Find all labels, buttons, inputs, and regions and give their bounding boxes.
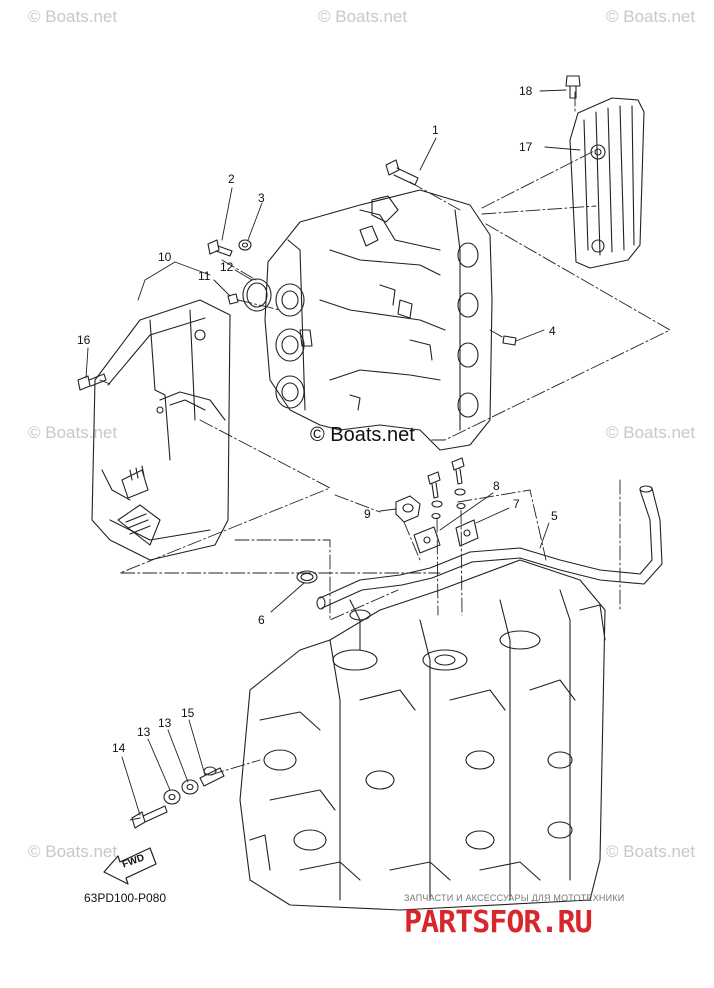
callout-4: 4: [549, 324, 556, 338]
callout-7: 7: [513, 497, 520, 511]
callout-5: 5: [551, 509, 558, 523]
callout-6: 6: [258, 613, 265, 627]
bolt-part-14: [131, 805, 168, 829]
bolt-part-18: [565, 75, 581, 99]
bracket-part-7: [455, 519, 479, 547]
clip-part-9: [395, 495, 421, 523]
callout-8: 8: [493, 479, 500, 493]
callout-13a: 13: [137, 725, 151, 739]
collar-part-13b: [181, 779, 199, 795]
callout-2: 2: [228, 172, 235, 186]
hose-part-5: [316, 485, 663, 610]
watermark-top-left: © Boats.net: [28, 7, 118, 26]
fwd-arrow-icon: [103, 847, 157, 885]
callout-12: 12: [220, 260, 234, 274]
callout-14: 14: [112, 741, 126, 755]
brand-logo: PARTSFOR.RU: [404, 905, 593, 940]
assembly-lines: [99, 91, 671, 821]
bracket-bolts: [427, 457, 466, 520]
watermark-bottom-right: © Boats.net: [606, 842, 696, 861]
bolt-part-1: [385, 159, 419, 186]
callout-3: 3: [258, 191, 265, 205]
leader-lines: [85, 89, 581, 816]
callout-17: 17: [519, 140, 533, 154]
brand-tagline: ЗАПЧАСТИ И АКСЕССУАРЫ ДЛЯ МОТОТЕХНИКИ: [404, 893, 625, 903]
o-ring-part-12: [242, 278, 272, 312]
callout-13b: 13: [158, 716, 172, 730]
watermark-middle-left: © Boats.net: [28, 423, 118, 442]
dowel-part-11: [227, 293, 239, 305]
callout-9: 9: [364, 507, 371, 521]
clamp-part-6: [296, 570, 318, 584]
diagram-code: 63PD100-P080: [84, 891, 167, 905]
pin-part-4: [502, 335, 517, 346]
washer-part-3: [238, 239, 252, 251]
watermark-top-right: © Boats.net: [606, 7, 696, 26]
intake-manifold-part-10: [91, 299, 231, 561]
bracket-part-8: [413, 526, 441, 554]
callout-11: 11: [198, 269, 211, 283]
cylinder-block-assembly: [239, 559, 606, 911]
callout-16: 16: [77, 333, 91, 347]
callout-18: 18: [519, 84, 533, 98]
cylinder-head-assembly: [264, 189, 493, 451]
callout-10: 10: [158, 250, 172, 264]
callout-15: 15: [181, 706, 195, 720]
bolt-part-16: [77, 373, 107, 391]
watermark-top-center: © Boats.net: [318, 7, 408, 26]
callout-1: 1: [432, 123, 439, 137]
bolt-part-2: [207, 239, 233, 257]
collar-part-13a: [163, 789, 181, 805]
watermark-middle-right: © Boats.net: [606, 423, 696, 442]
watermark-bottom-left: © Boats.net: [28, 842, 118, 861]
valve-cover-part-17: [569, 97, 645, 269]
watermark-center: © Boats.net: [310, 424, 415, 446]
